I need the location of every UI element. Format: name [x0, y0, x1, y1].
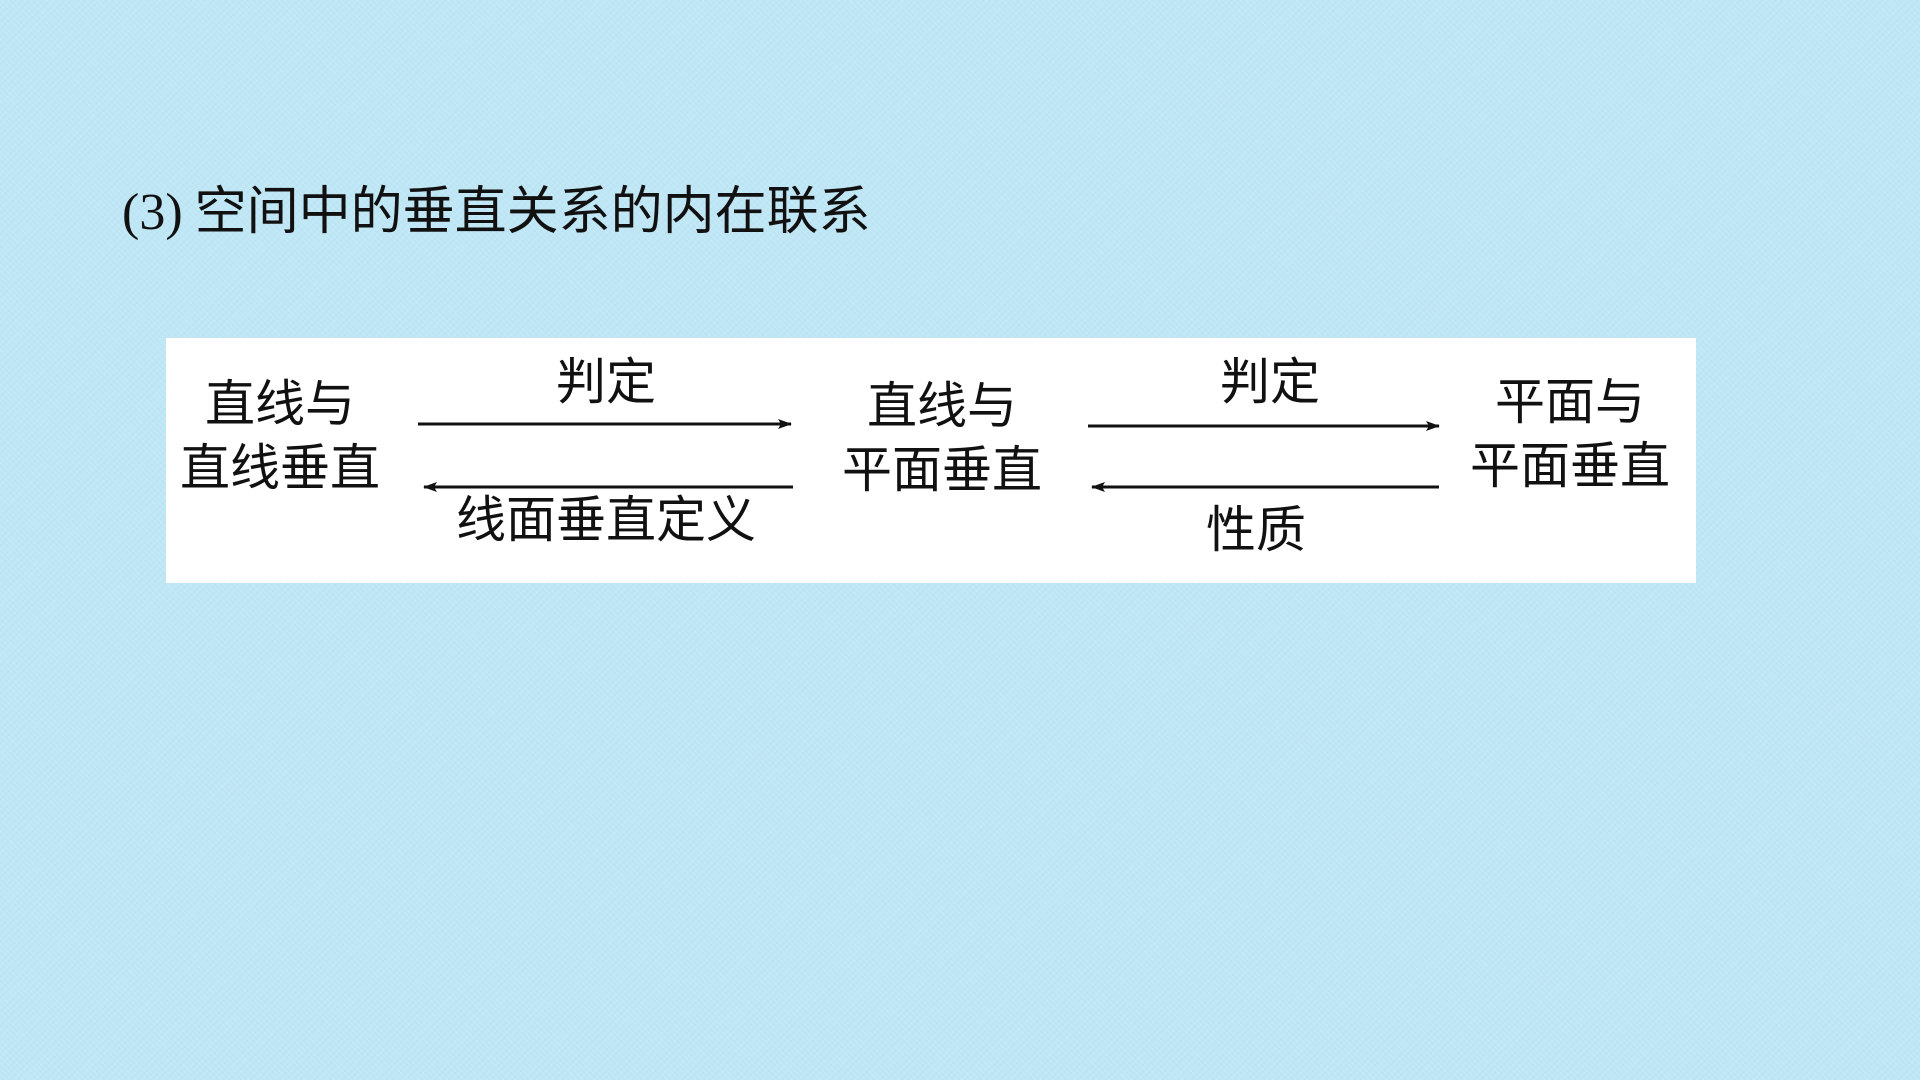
slide-title: (3)空间中的垂直关系的内在联系: [122, 180, 871, 245]
node-label: 直线垂直: [180, 439, 380, 497]
node-label: 直线与: [867, 377, 1017, 435]
title-text: 空间中的垂直关系的内在联系: [194, 182, 871, 242]
edge-label-property: 性质: [1206, 501, 1306, 559]
node-label: 直线与: [205, 375, 355, 433]
relation-diagram: 直线与 直线垂直 直线与 平面垂直 平面与 平面垂直 判定 线面垂直定义 判定 …: [166, 338, 1696, 583]
title-prefix: (3): [122, 184, 183, 241]
edge-label-judgement-2: 判定: [1220, 353, 1320, 411]
node-line-plane-perpendicular: 直线与 平面垂直: [832, 374, 1052, 502]
edge-label-judgement-1: 判定: [556, 353, 656, 411]
node-label: 平面与: [1495, 373, 1645, 431]
node-plane-plane-perpendicular: 平面与 平面垂直: [1460, 370, 1680, 498]
node-line-line-perpendicular: 直线与 直线垂直: [180, 372, 380, 500]
node-label: 平面垂直: [1470, 437, 1670, 495]
node-label: 平面垂直: [842, 441, 1042, 499]
diagram-arrows: [418, 419, 1440, 492]
edge-label-definition: 线面垂直定义: [456, 491, 756, 549]
